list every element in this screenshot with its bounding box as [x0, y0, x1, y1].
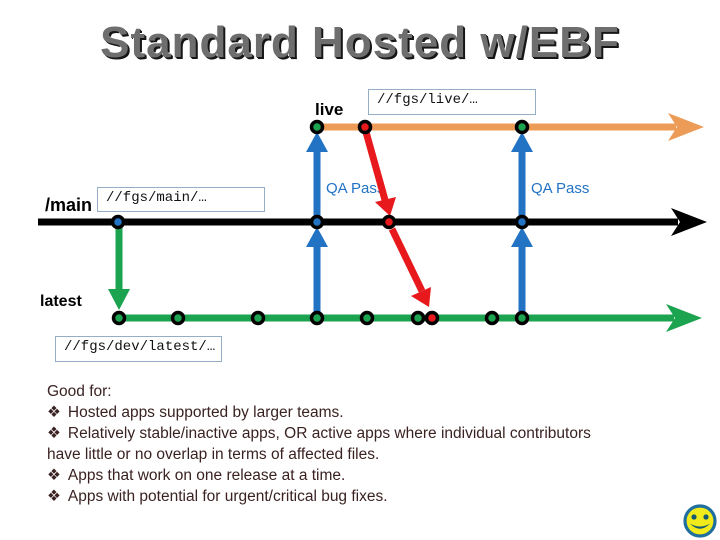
- path-box-live: //fgs/live/…: [368, 89, 536, 115]
- branch-label-live: live: [315, 100, 344, 119]
- live-timeline: [317, 113, 704, 141]
- commit-dot-ebf: [424, 310, 440, 326]
- commit-dot: [250, 310, 266, 326]
- diamond-bullet-icon: ❖: [47, 425, 61, 442]
- main-timeline: [38, 208, 707, 236]
- commit-dot: [514, 119, 530, 135]
- branch-label-main: /main: [45, 195, 93, 215]
- smiley-face-icon: [683, 504, 717, 538]
- qa-promote-arrow-main-to-live-1: [306, 132, 328, 218]
- body-line-text: Hosted apps supported by larger teams.: [67, 404, 344, 421]
- latest-timeline: [119, 304, 702, 332]
- qa-pass-label-left: QA Pass: [326, 180, 385, 197]
- commit-dot: [514, 214, 530, 230]
- path-box-latest: //fgs/dev/latest/…: [55, 336, 222, 362]
- commit-dot: [514, 310, 530, 326]
- slide-title: Standard Hosted w/EBF: [100, 18, 620, 67]
- body-line: ❖ Apps with potential for urgent/critical…: [47, 486, 707, 507]
- body-line-text: Relatively stable/inactive apps, OR acti…: [67, 425, 591, 442]
- commit-dot-ebf: [357, 119, 373, 135]
- commit-dot: [309, 310, 325, 326]
- body-line: ❖ Apps that work on one release at a time…: [47, 465, 707, 486]
- body-line-text: Apps with potential for urgent/critical …: [67, 488, 388, 505]
- live-arrowhead-icon: [668, 113, 704, 141]
- body-line-text: Good for:: [47, 383, 112, 400]
- commit-dot: [309, 214, 325, 230]
- commit-dot: [359, 310, 375, 326]
- diamond-bullet-icon: ❖: [47, 488, 61, 505]
- qa-promote-arrow-latest-to-main-1: [306, 227, 328, 313]
- ebf-arrow-main-to-latest: [388, 227, 431, 307]
- commit-dot-ebf: [381, 214, 397, 230]
- body-line: ❖ Relatively stable/inactive apps, OR act…: [47, 423, 707, 444]
- commit-dot: [410, 310, 426, 326]
- branch-label-latest: latest: [40, 293, 82, 310]
- diamond-bullet-icon: ❖: [47, 404, 61, 421]
- qa-promote-arrow-main-to-live-2: [511, 132, 533, 218]
- diamond-bullet-icon: ❖: [47, 467, 61, 484]
- path-box-main: //fgs/main/…: [97, 187, 265, 212]
- body-line: Good for:: [47, 381, 707, 402]
- qa-promote-arrow-latest-to-main-2: [511, 227, 533, 313]
- latest-arrowhead-icon: [666, 304, 702, 332]
- body-line: ❖ Hosted apps supported by larger teams.: [47, 402, 707, 423]
- main-arrowhead-icon: [671, 208, 707, 236]
- commit-dot: [309, 119, 325, 135]
- qa-pass-label-right: QA Pass: [531, 180, 590, 197]
- body-line: have little or no overlap in terms of af…: [47, 444, 707, 465]
- ebf-arrow-live-to-main: [362, 131, 396, 216]
- branch-copy-arrow-main-to-latest: [108, 227, 130, 310]
- commit-dot: [170, 310, 186, 326]
- commit-dot: [484, 310, 500, 326]
- commit-dot: [110, 214, 126, 230]
- body-line-text: Apps that work on one release at a time.: [67, 467, 346, 484]
- body-text-block: Good for: ❖ Hosted apps supported by larg…: [47, 381, 707, 507]
- commit-dot: [111, 310, 127, 326]
- body-line-text: have little or no overlap in terms of af…: [47, 446, 380, 463]
